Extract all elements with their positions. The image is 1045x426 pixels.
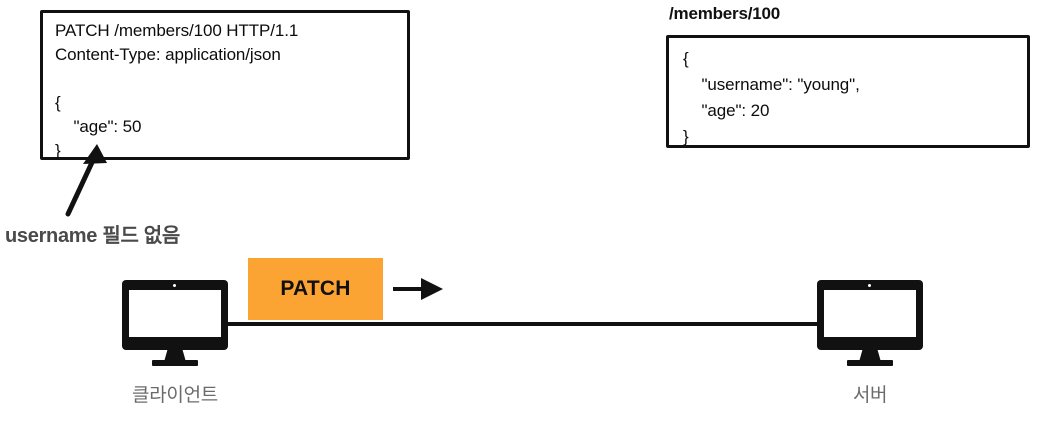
monitor-icon	[122, 280, 228, 366]
monitor-screen	[129, 290, 221, 337]
resource-body-text: { "username": "young", "age": 20 }	[683, 49, 860, 146]
monitor-body	[122, 280, 228, 350]
client-node-label: 클라이언트	[132, 385, 218, 406]
monitor-base	[847, 360, 893, 366]
patch-method-badge: PATCH	[248, 258, 383, 320]
resource-body-box: { "username": "young", "age": 20 }	[666, 35, 1030, 148]
client-server-connection-line	[222, 322, 822, 326]
resource-path-label: /members/100	[669, 4, 781, 23]
camera-dot-icon	[173, 284, 176, 287]
server-node: 서버	[800, 280, 940, 407]
monitor-neck	[164, 348, 186, 362]
monitor-body	[817, 280, 923, 350]
patch-method-label: PATCH	[280, 277, 351, 300]
flow-direction-arrow-icon	[393, 278, 443, 300]
http-request-box: PATCH /members/100 HTTP/1.1 Content-Type…	[40, 10, 410, 160]
monitor-base	[152, 360, 198, 366]
monitor-icon	[817, 280, 923, 366]
client-node: 클라이언트	[105, 280, 245, 407]
annotation-label: username 필드 없음	[5, 225, 181, 247]
camera-dot-icon	[868, 284, 871, 287]
monitor-neck	[859, 348, 881, 362]
server-node-label: 서버	[852, 385, 888, 406]
monitor-screen	[824, 290, 916, 337]
http-request-text: PATCH /members/100 HTTP/1.1 Content-Type…	[55, 21, 299, 160]
